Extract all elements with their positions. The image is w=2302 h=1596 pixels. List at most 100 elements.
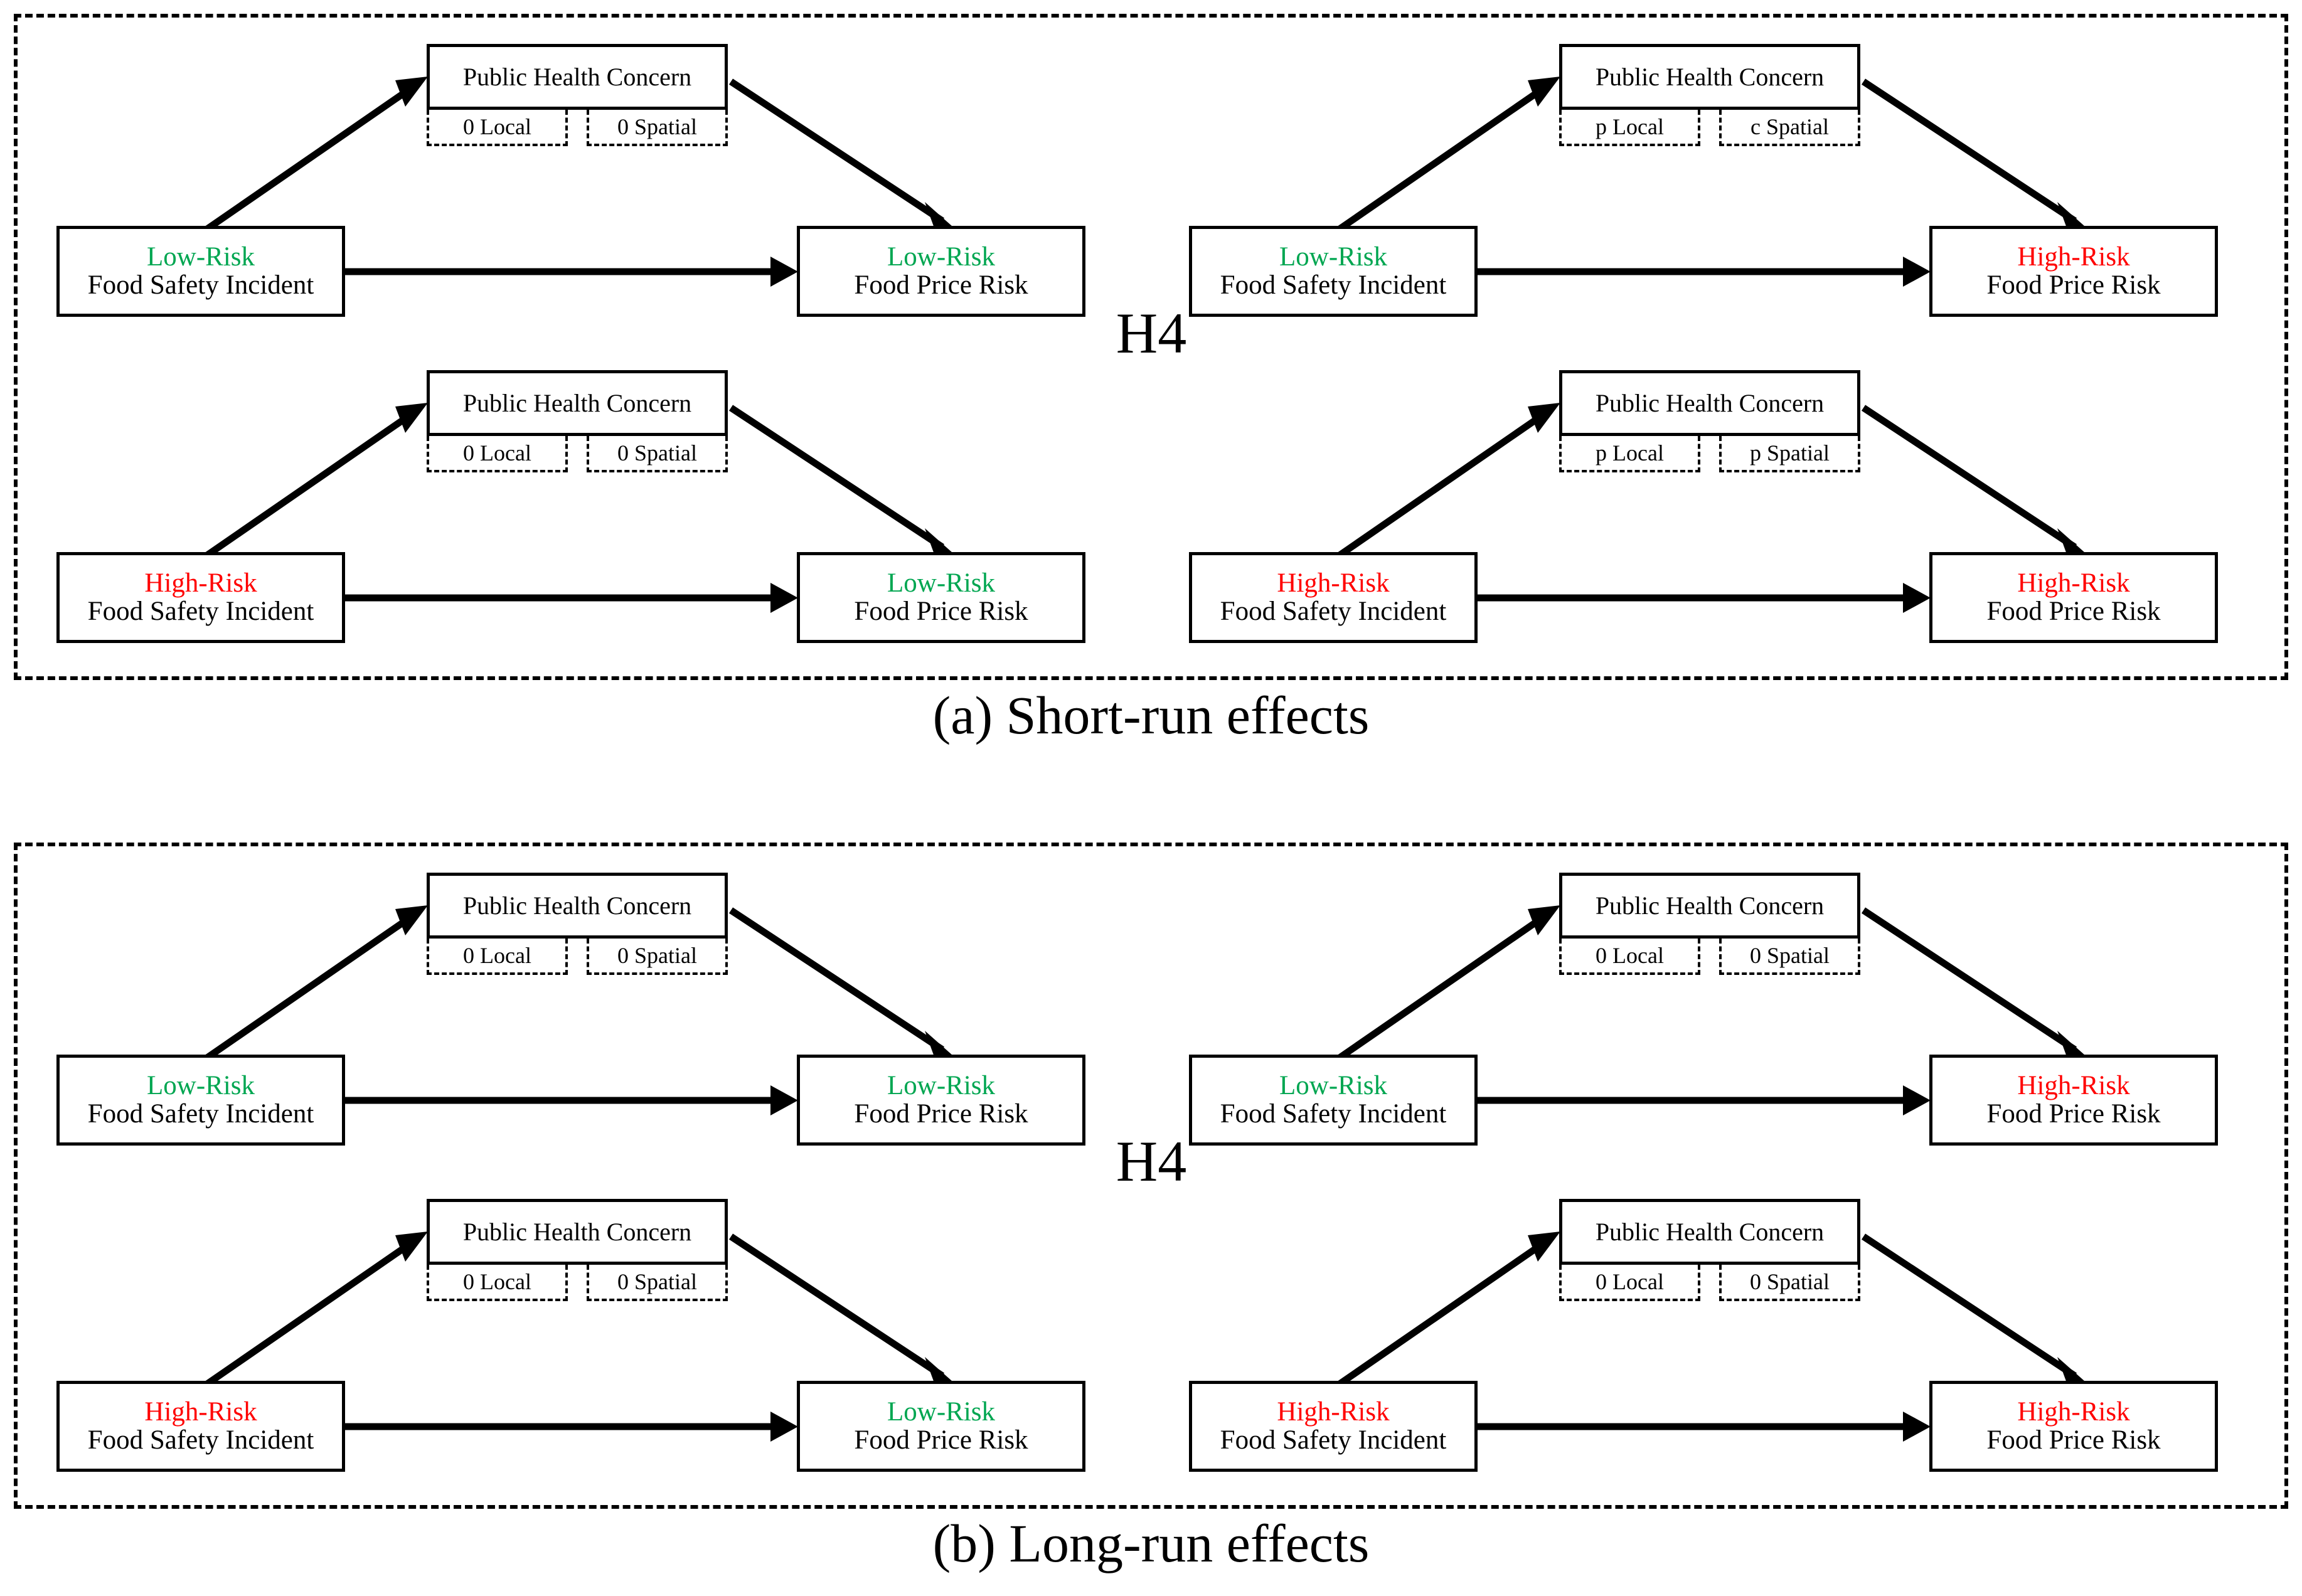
arrow-source-to-target-direct (1478, 257, 1931, 287)
target-risk-label: Low-Risk (887, 1071, 995, 1100)
source-node[interactable]: Low-Risk Food Safety Incident (56, 226, 345, 317)
hypothesis-label-b: H4 (1116, 1129, 1187, 1193)
arrow-layer (1337, 905, 2090, 1115)
local-effect-box[interactable]: 0 Local (427, 939, 568, 975)
spatial-effect-box[interactable]: 0 Spatial (587, 939, 728, 975)
arrow-layer (205, 77, 957, 287)
source-entity-label: Food Safety Incident (1220, 596, 1447, 626)
spatial-effect-box[interactable]: p Spatial (1719, 436, 1860, 472)
target-node[interactable]: Low-Risk Food Price Risk (797, 1055, 1085, 1146)
target-entity-label: Food Price Risk (854, 1099, 1028, 1129)
target-node[interactable]: Low-Risk Food Price Risk (797, 1381, 1085, 1472)
mediator-label: Public Health Concern (1595, 389, 1825, 417)
source-entity-label: Food Safety Incident (87, 270, 314, 300)
local-effect-box[interactable]: p Local (1559, 436, 1700, 472)
source-risk-label: High-Risk (1277, 1397, 1390, 1427)
mediator-effect-row: 0 Local 0 Spatial (1559, 939, 1860, 979)
mediation-diagram-a-bottom-right: Public Health Concern p Local p Spatial … (1151, 345, 2256, 646)
mediator-box[interactable]: Public Health Concern (1559, 1199, 1860, 1265)
source-node[interactable]: High-Risk Food Safety Incident (1189, 552, 1478, 643)
source-node[interactable]: Low-Risk Food Safety Incident (1189, 226, 1478, 317)
panel-long-run (14, 843, 2288, 1509)
source-risk-label: Low-Risk (1279, 242, 1387, 272)
mediator-label: Public Health Concern (462, 63, 692, 91)
target-risk-label: Low-Risk (887, 242, 995, 272)
spatial-effect-box[interactable]: 0 Spatial (587, 110, 728, 146)
arrow-source-to-target-direct (1478, 1085, 1931, 1115)
arrow-mediator-to-target (1861, 1233, 2090, 1386)
mediator-effect-row: 0 Local 0 Spatial (427, 436, 728, 477)
caption-short-run: (a) Short-run effects (932, 685, 1370, 745)
mediator-effect-row: 0 Local 0 Spatial (427, 939, 728, 979)
arrow-source-to-mediator (205, 403, 428, 558)
mediator-effect-row: 0 Local 0 Spatial (427, 110, 728, 151)
mediator-label: Public Health Concern (1595, 63, 1825, 91)
arrow-source-to-mediator (1337, 905, 1560, 1061)
target-entity-label: Food Price Risk (854, 1425, 1028, 1455)
arrow-mediator-to-target (728, 1233, 957, 1386)
arrow-mediator-to-target (1861, 907, 2090, 1060)
arrow-source-to-mediator (205, 77, 428, 232)
mediator-label: Public Health Concern (1595, 891, 1825, 920)
mediator-box[interactable]: Public Health Concern (427, 370, 728, 436)
arrow-source-to-target-direct (1478, 583, 1931, 613)
source-entity-label: Food Safety Incident (87, 1099, 314, 1129)
spatial-effect-box[interactable]: 0 Spatial (587, 436, 728, 472)
spatial-effect-box[interactable]: 0 Spatial (1719, 939, 1860, 975)
local-effect-box[interactable]: 0 Local (1559, 939, 1700, 975)
source-node[interactable]: High-Risk Food Safety Incident (56, 1381, 345, 1472)
arrow-source-to-target-direct (1478, 1412, 1931, 1442)
arrow-layer (205, 1232, 957, 1442)
target-entity-label: Food Price Risk (1986, 1099, 2161, 1129)
mediator-label: Public Health Concern (462, 891, 692, 920)
source-node[interactable]: High-Risk Food Safety Incident (1189, 1381, 1478, 1472)
target-node[interactable]: High-Risk Food Price Risk (1929, 1381, 2218, 1472)
source-node[interactable]: Low-Risk Food Safety Incident (1189, 1055, 1478, 1146)
spatial-effect-box[interactable]: 0 Spatial (587, 1265, 728, 1301)
mediator-box[interactable]: Public Health Concern (1559, 370, 1860, 436)
arrow-layer (1337, 403, 2090, 613)
mediator-effect-row: p Local c Spatial (1559, 110, 1860, 151)
target-node[interactable]: Low-Risk Food Price Risk (797, 226, 1085, 317)
arrow-layer (1337, 77, 2090, 287)
source-entity-label: Food Safety Incident (1220, 1099, 1447, 1129)
arrow-layer (205, 403, 957, 613)
source-node[interactable]: High-Risk Food Safety Incident (56, 552, 345, 643)
local-effect-box[interactable]: 0 Local (427, 110, 568, 146)
target-risk-label: Low-Risk (887, 568, 995, 598)
arrow-source-to-mediator (1337, 403, 1560, 558)
source-node[interactable]: Low-Risk Food Safety Incident (56, 1055, 345, 1146)
mediation-diagram-b-bottom-left: Public Health Concern 0 Local 0 Spatial … (19, 1174, 1123, 1475)
target-node[interactable]: High-Risk Food Price Risk (1929, 552, 2218, 643)
mediator-box[interactable]: Public Health Concern (1559, 873, 1860, 939)
mediator-box[interactable]: Public Health Concern (427, 1199, 728, 1265)
local-effect-box[interactable]: 0 Local (427, 436, 568, 472)
local-effect-box[interactable]: 0 Local (427, 1265, 568, 1301)
mediator-box[interactable]: Public Health Concern (427, 873, 728, 939)
spatial-effect-box[interactable]: 0 Spatial (1719, 1265, 1860, 1301)
mediator-effect-row: 0 Local 0 Spatial (427, 1265, 728, 1306)
panel-short-run (14, 14, 2288, 680)
mediation-diagram-a-top-left: Public Health Concern 0 Local 0 Spatial … (19, 19, 1123, 320)
arrow-source-to-target-direct (345, 583, 798, 613)
arrow-source-to-target-direct (345, 257, 798, 287)
spatial-effect-box[interactable]: c Spatial (1719, 110, 1860, 146)
target-node[interactable]: High-Risk Food Price Risk (1929, 1055, 2218, 1146)
mediator-effect-row: p Local p Spatial (1559, 436, 1860, 477)
mediator-box[interactable]: Public Health Concern (427, 44, 728, 110)
local-effect-box[interactable]: 0 Local (1559, 1265, 1700, 1301)
local-effect-box[interactable]: p Local (1559, 110, 1700, 146)
mediation-diagram-b-top-right: Public Health Concern 0 Local 0 Spatial … (1151, 848, 2256, 1149)
target-risk-label: High-Risk (2017, 1397, 2130, 1427)
target-node[interactable]: Low-Risk Food Price Risk (797, 552, 1085, 643)
arrow-source-to-target-direct (345, 1412, 798, 1442)
source-risk-label: Low-Risk (147, 1071, 255, 1100)
mediation-diagram-a-bottom-left: Public Health Concern 0 Local 0 Spatial … (19, 345, 1123, 646)
source-risk-label: High-Risk (1277, 568, 1390, 598)
arrow-layer (205, 905, 957, 1115)
source-entity-label: Food Safety Incident (87, 596, 314, 626)
arrow-source-to-mediator (1337, 77, 1560, 232)
target-node[interactable]: High-Risk Food Price Risk (1929, 226, 2218, 317)
source-entity-label: Food Safety Incident (1220, 270, 1447, 300)
mediator-box[interactable]: Public Health Concern (1559, 44, 1860, 110)
